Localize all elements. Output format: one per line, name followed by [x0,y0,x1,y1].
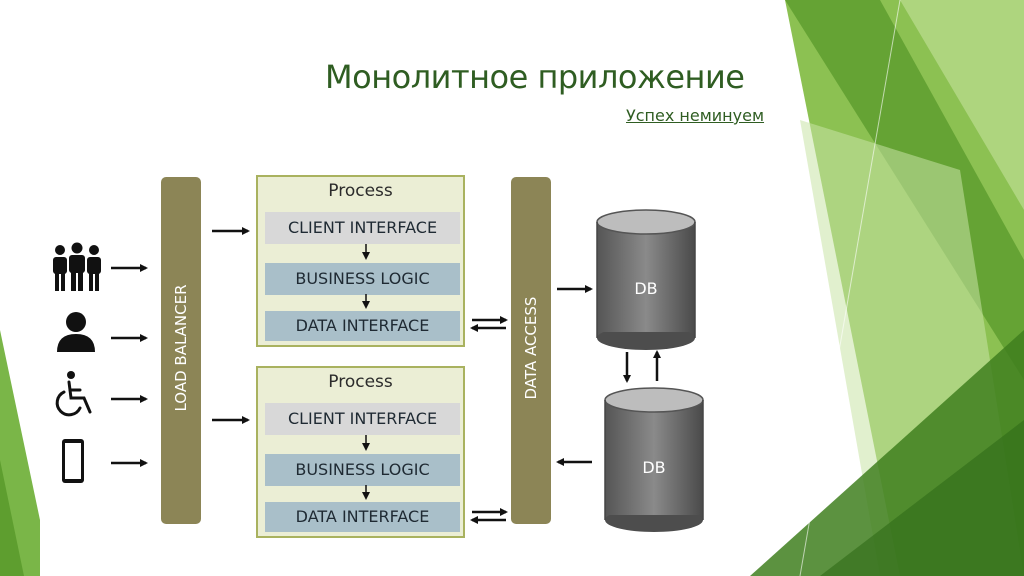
business-logic-layer: BUSINESS LOGIC [265,454,460,486]
mobile-phone-icon [62,439,84,483]
data-interface-layer: DATA INTERFACE [265,502,460,532]
process-box-2: Process CLIENT INTERFACE BUSINESS LOGIC … [256,366,465,538]
deco-shape [820,420,1024,576]
wheelchair-user-icon [55,371,92,417]
load-balancer-bar: LOAD BALANCER [161,177,201,524]
group-of-people-icon [53,242,101,291]
database-cylinder-2 [604,387,704,532]
process-title: Process [328,181,393,201]
deco-shape [900,0,1024,210]
process-box-1: Process CLIENT INTERFACE BUSINESS LOGIC … [256,175,465,347]
business-logic-layer: BUSINESS LOGIC [265,263,460,295]
person-icon [57,312,95,352]
process-title: Process [328,372,393,392]
database-label-1: DB [634,279,658,298]
database-label-2: DB [642,458,666,477]
data-access-bar: DATA ACCESS [511,177,551,524]
data-interface-layer: DATA INTERFACE [265,311,460,341]
database-cylinder-1 [596,209,696,350]
deco-shape [0,460,24,576]
client-interface-layer: CLIENT INTERFACE [265,403,460,435]
client-interface-layer: CLIENT INTERFACE [265,212,460,244]
slide-subtitle: Успех неминуем [626,106,765,125]
slide-title: Монолитное приложение [325,58,745,96]
